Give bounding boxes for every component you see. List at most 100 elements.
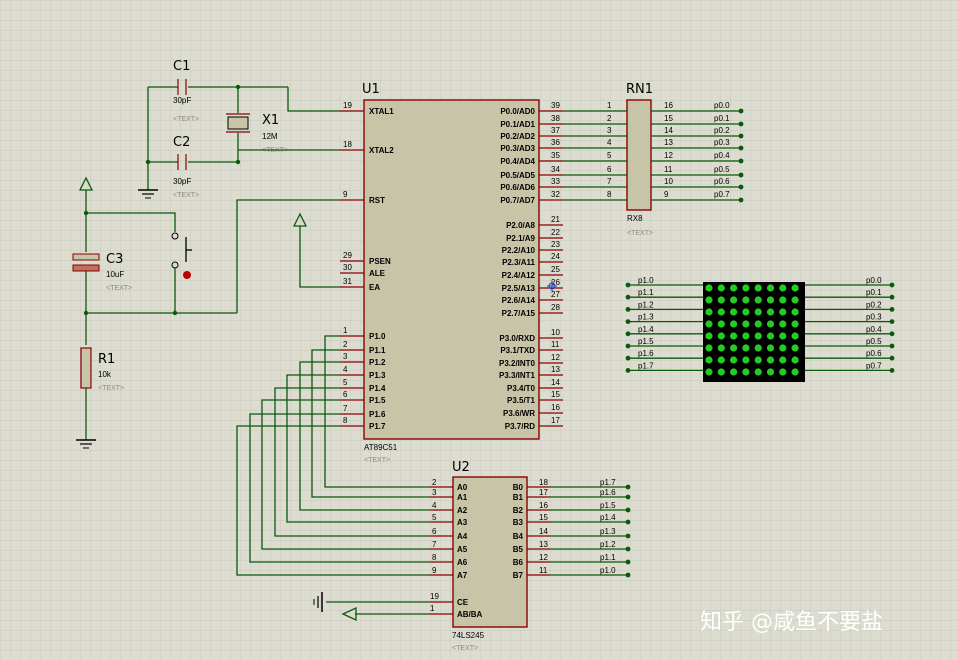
u1-pin-number: 36: [551, 138, 560, 147]
led: [730, 332, 738, 340]
net-terminal: [738, 133, 744, 139]
u2-pin-number: 14: [539, 527, 548, 536]
led: [754, 320, 762, 328]
u1-pin-number: 24: [551, 252, 560, 261]
led: [766, 308, 775, 316]
net-terminal: [738, 158, 744, 164]
led: [742, 332, 750, 340]
u1-pin-name: P3.0/RXD: [499, 334, 535, 343]
matrix-net-label-left: p1.6: [638, 349, 654, 358]
u1-pin-name: P3.5/T1: [507, 396, 536, 405]
u2-pin-name: A6: [457, 558, 468, 567]
u2-pin-number: 8: [432, 553, 437, 562]
u1-pin-name: PSEN: [369, 257, 391, 266]
x1-ref: X1: [262, 113, 279, 128]
rn1-net-label: p0.0: [714, 101, 730, 110]
u1-pin-name: P2.7/A15: [502, 309, 536, 318]
r1-text: <TEXT>: [98, 385, 124, 392]
led: [705, 296, 713, 304]
c1-text: <TEXT>: [173, 116, 199, 123]
led: [730, 344, 738, 352]
led: [717, 308, 725, 316]
led: [717, 356, 725, 364]
u1-pin-name: P0.1/AD1: [500, 120, 535, 129]
reset-circuit[interactable]: C3 10uF <TEXT> R1 10k <TEXT>: [72, 176, 340, 449]
u1-pin-name: P3.2/INT0: [499, 359, 536, 368]
net-terminal: [625, 355, 631, 361]
u1-pin-name: P1.2: [369, 358, 386, 367]
u1-pin-number: 23: [551, 240, 560, 249]
net-terminal: [625, 519, 631, 525]
u2-pin-name: B1: [513, 493, 524, 502]
u1-pin-number: 11: [551, 340, 560, 349]
led: [779, 296, 787, 304]
matrix-net-label-left: p1.0: [638, 276, 654, 285]
rn1-pin-number: 5: [607, 151, 612, 160]
matrix-net-label-right: p0.4: [866, 325, 882, 334]
net-terminal: [889, 282, 895, 288]
led: [717, 320, 725, 328]
u2-buffer[interactable]: U2 74LS245 <TEXT> 2A03A14A25A36A47A58A69…: [430, 460, 631, 652]
u2-pin-number: 17: [539, 488, 548, 497]
u2-pin-name: B7: [513, 571, 524, 580]
u1-pin-number: 6: [343, 390, 348, 399]
rn1-pin-number: 11: [664, 165, 673, 174]
led: [766, 284, 775, 292]
u1-pin-name: P2.5/A13: [502, 284, 536, 293]
led: [717, 284, 725, 292]
net-terminal: [738, 108, 744, 114]
rn1-net-label: p0.4: [714, 151, 730, 160]
u1-pin-number: 34: [551, 165, 560, 174]
matrix-net-label-left: p1.1: [638, 288, 654, 297]
u2-pin-name: B6: [513, 558, 524, 567]
net-terminal: [625, 559, 631, 565]
u1-pin-number: 9: [343, 190, 348, 199]
u1-pin-name: P2.2/A10: [502, 246, 536, 255]
wire: [274, 387, 430, 537]
u1-pin-number: 3: [343, 352, 348, 361]
u1-pin-number: 30: [343, 263, 352, 272]
rn1-net-label: p0.5: [714, 165, 730, 174]
net-terminal: [738, 184, 744, 190]
led: [705, 320, 713, 328]
u2-pin-number: 9: [432, 566, 437, 575]
c3-text: <TEXT>: [106, 285, 132, 292]
net-terminal: [625, 484, 631, 490]
led: [791, 308, 799, 316]
led-dots: [705, 284, 799, 376]
u1-pin-number: 15: [551, 390, 560, 399]
rn1-pin-number: 7: [607, 177, 612, 186]
led: [717, 368, 725, 376]
u1-pin-name: P1.4: [369, 384, 386, 393]
u1-pin-number: 1: [343, 326, 348, 335]
u1-pin-number: 2: [343, 340, 348, 349]
rn1-pin-number: 4: [607, 138, 612, 147]
u2-pin-number: 4: [432, 501, 437, 510]
u2-net-label: p1.5: [600, 501, 616, 510]
u1-pin-number: 8: [343, 416, 348, 425]
u2-pin-name: CE: [457, 598, 469, 607]
matrix-net-label-right: p0.3: [866, 313, 882, 322]
led: [766, 296, 775, 304]
x1-value: 12M: [262, 132, 278, 141]
oscillator-circuit[interactable]: C1 30pF <TEXT> C2 30pF <TEXT> X1 12M <TE…: [138, 59, 340, 199]
rn1-part: RX8: [627, 214, 643, 223]
net-terminal: [625, 507, 631, 513]
u1-microcontroller[interactable]: U1 AT89C51 <TEXT> 19XTAL118XTAL29RST29PS…: [340, 82, 563, 464]
u2-pin-number: 3: [432, 488, 437, 497]
u1-pin-number: 5: [343, 378, 348, 387]
u1-right-pins: 39P0.0/AD038P0.1/AD137P0.2/AD236P0.3/AD3…: [499, 101, 563, 431]
u1-pin-number: 29: [343, 251, 352, 260]
led: [791, 284, 799, 292]
rn1-pin-number: 9: [664, 190, 669, 199]
u1-pin-number: 10: [551, 328, 560, 337]
u1-pin-name: P0.6/AD6: [500, 183, 535, 192]
c1-value: 30pF: [173, 96, 191, 105]
c2-ref: C2: [173, 135, 190, 150]
rn1-pin-number: 1: [607, 101, 612, 110]
